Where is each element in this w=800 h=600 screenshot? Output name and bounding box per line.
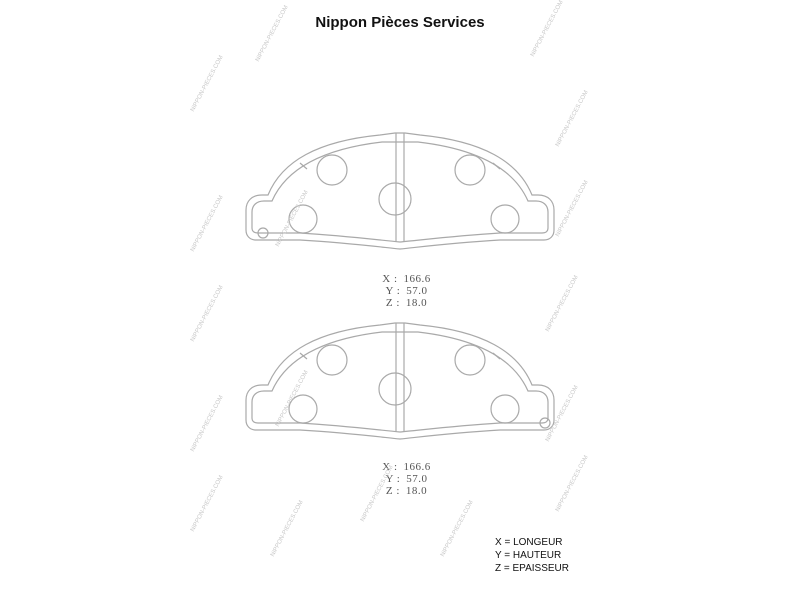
pad-hole (378, 372, 412, 406)
z-label: Z : (385, 297, 400, 309)
legend-z: Z = EPAISSEUR (495, 563, 570, 574)
chamfer-line (492, 162, 501, 170)
legend-y: Y = HAUTEUR (495, 550, 562, 561)
pad-hole (378, 182, 412, 216)
y-label: Y : (385, 285, 401, 297)
chamfer-line (299, 162, 308, 170)
z-label: Z : (385, 485, 400, 497)
y-value: 57.0 (406, 285, 428, 297)
watermark-text: NIPPON-PIECES.COM (190, 54, 225, 113)
pad-hole (316, 154, 348, 186)
x-label: X : (382, 273, 398, 285)
chamfer-line (492, 352, 501, 360)
pad-hole (454, 344, 486, 376)
z-value: 18.0 (405, 485, 428, 497)
legend-x: X = LONGEUR (495, 537, 563, 548)
wear-indicator (257, 227, 269, 239)
pad-outline (245, 132, 555, 250)
pad-inner-outline (251, 331, 549, 433)
pad-hole (490, 394, 520, 424)
pad-1-dimensions: X : 166.6 Y : 57.0 Z : 18.0 (0, 261, 800, 321)
x-value: 166.6 (403, 273, 431, 285)
pad-hole (454, 154, 486, 186)
page-title: Nippon Pièces Services (315, 14, 485, 31)
brake-pad-drawing-2 (245, 322, 555, 440)
pad-outline (245, 322, 555, 440)
pad-inner-outline (251, 141, 549, 243)
pad-hole (288, 204, 318, 234)
pad-2-dimensions: X : 166.6 Y : 57.0 Z : 18.0 (0, 449, 800, 509)
y-label: Y : (385, 473, 401, 485)
pad-hole (316, 344, 348, 376)
chamfer-line (299, 352, 308, 360)
x-value: 166.6 (403, 461, 431, 473)
z-value: 18.0 (405, 297, 428, 309)
pad-hole (490, 204, 520, 234)
x-label: X : (382, 461, 398, 473)
brake-pad-drawing-1 (245, 132, 555, 250)
y-value: 57.0 (406, 473, 428, 485)
wear-indicator (539, 417, 551, 429)
dimension-legend: X = LONGEUR Y = HAUTEUR Z = EPAISSEUR (495, 536, 569, 575)
pad-hole (288, 394, 318, 424)
